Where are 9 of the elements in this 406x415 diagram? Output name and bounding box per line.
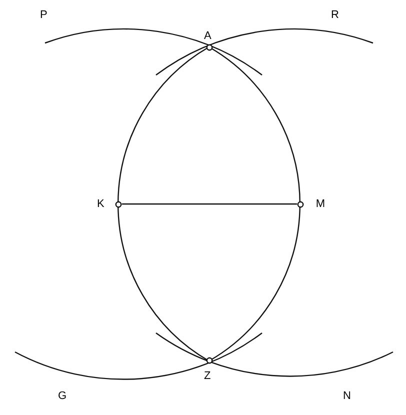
- point-label: P: [40, 9, 48, 22]
- point-label: K: [97, 198, 104, 210]
- point-label: M: [316, 198, 325, 210]
- point-label: A: [204, 30, 212, 43]
- point-label: R: [331, 9, 339, 22]
- point-label: Z: [204, 370, 211, 383]
- line-segment: [122, 203, 297, 205]
- point-label: G: [58, 390, 67, 403]
- point-label: N: [343, 390, 351, 403]
